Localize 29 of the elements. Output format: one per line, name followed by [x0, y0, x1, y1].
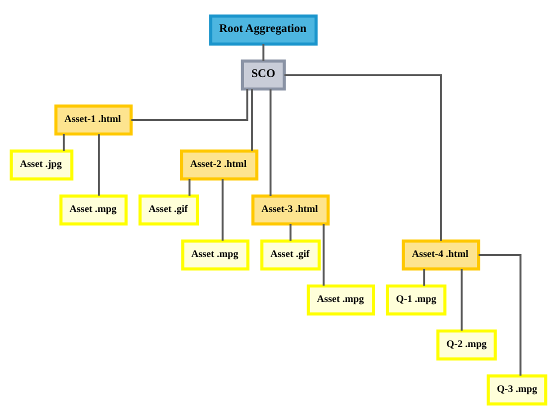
node-box: SCO — [240, 59, 286, 90]
node-box: Asset-3 .html — [251, 194, 330, 226]
connector — [222, 178, 224, 240]
connector — [284, 74, 442, 240]
node-box: Root Aggregation — [209, 14, 318, 46]
node-box: Q-1 .mpg — [386, 284, 446, 315]
connector — [290, 223, 292, 240]
connector — [62, 134, 65, 150]
node-box: Asset .mpg — [181, 238, 250, 270]
node-box: Asset .gif — [138, 194, 199, 226]
connector — [251, 88, 253, 150]
node-box: Asset-4 .html — [402, 238, 480, 270]
node-box: Asset .gif — [260, 238, 321, 270]
node-box: Asset-1 .html — [54, 104, 133, 136]
connector — [98, 134, 100, 196]
node-box: Asset .mpg — [59, 194, 128, 226]
node-box: Asset .jpg — [10, 149, 74, 180]
connector — [270, 88, 272, 196]
connector — [262, 44, 264, 60]
connector — [423, 268, 426, 286]
node-box: Q-2 .mpg — [436, 328, 497, 360]
node-box: Q-3 .mpg — [486, 374, 548, 405]
node-box: Asset .mpg — [306, 284, 376, 315]
connector — [460, 268, 463, 330]
connector — [478, 254, 522, 376]
connector — [131, 88, 248, 120]
connector — [322, 224, 325, 286]
connector — [188, 178, 190, 196]
node-box: Asset-2 .html — [180, 149, 258, 180]
